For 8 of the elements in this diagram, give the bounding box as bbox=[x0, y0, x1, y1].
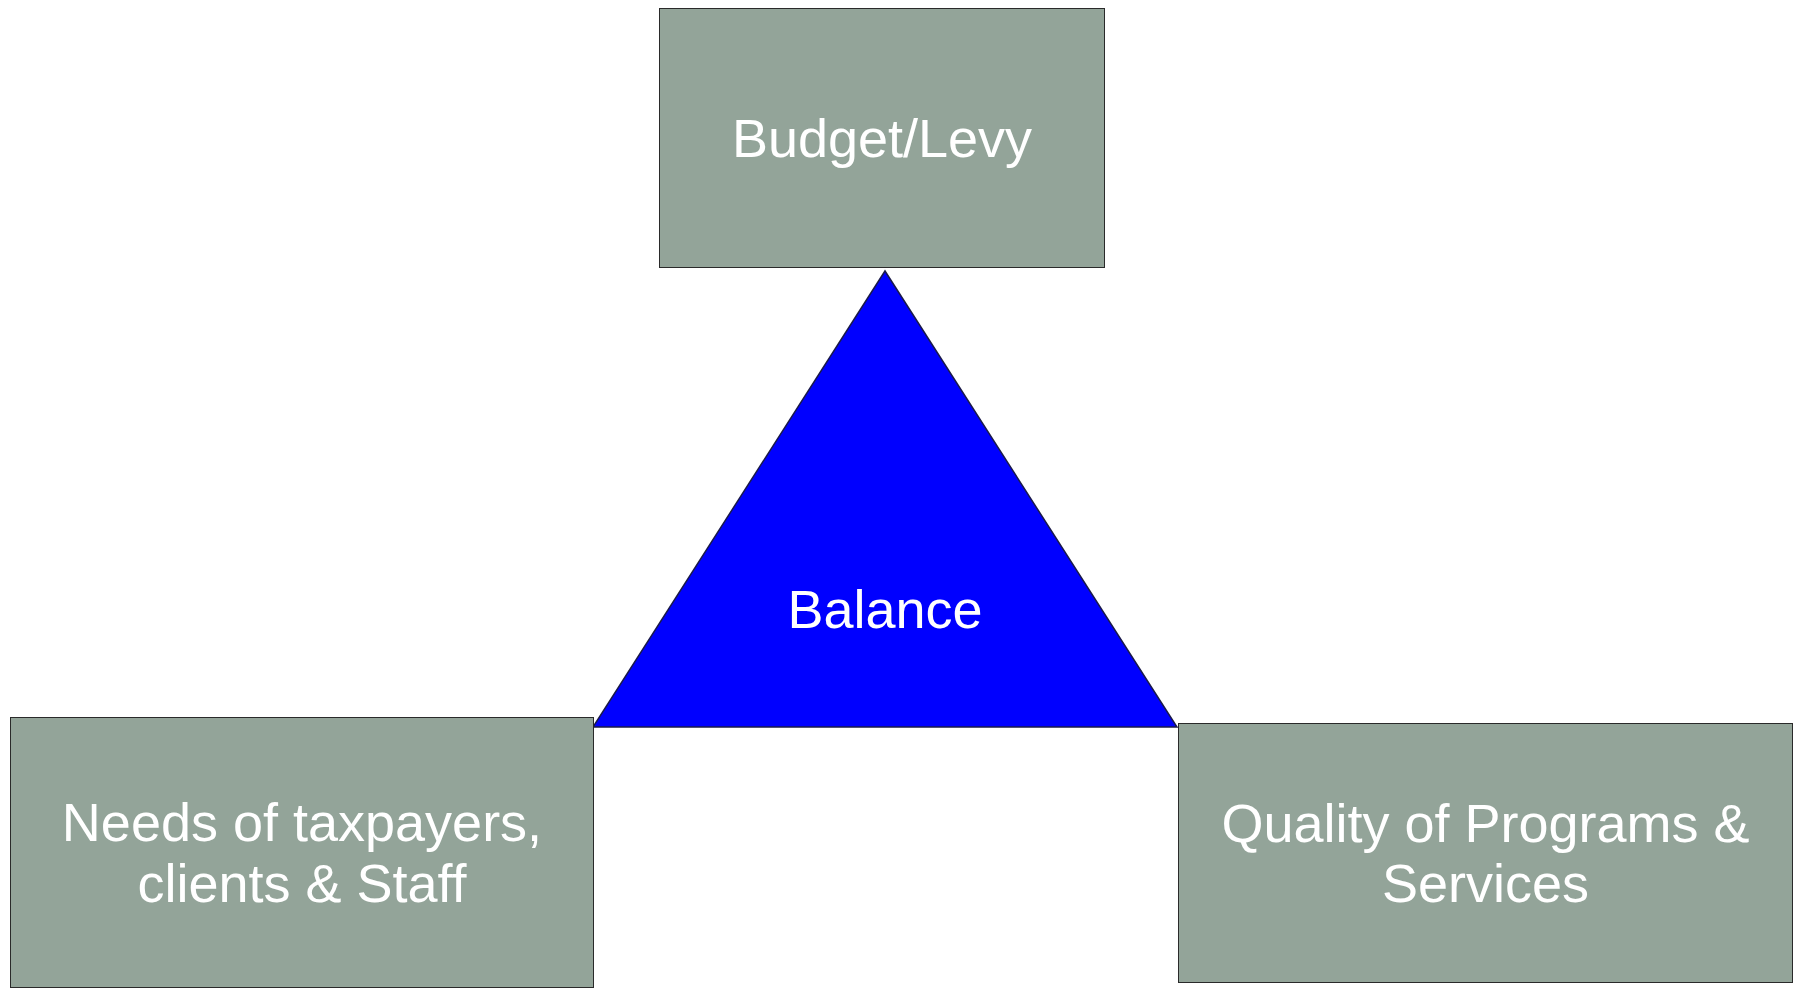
node-label: Quality of Programs & Services bbox=[1220, 792, 1751, 914]
process-box bbox=[659, 8, 1105, 268]
node-label: Budget/Levy bbox=[731, 107, 1033, 169]
process-box bbox=[10, 717, 594, 988]
process-box bbox=[1178, 723, 1793, 983]
node-label: Balance bbox=[787, 578, 983, 640]
node-label: Needs of taxpayers, clients & Staff bbox=[60, 792, 544, 913]
triangle-shape bbox=[593, 271, 1177, 727]
